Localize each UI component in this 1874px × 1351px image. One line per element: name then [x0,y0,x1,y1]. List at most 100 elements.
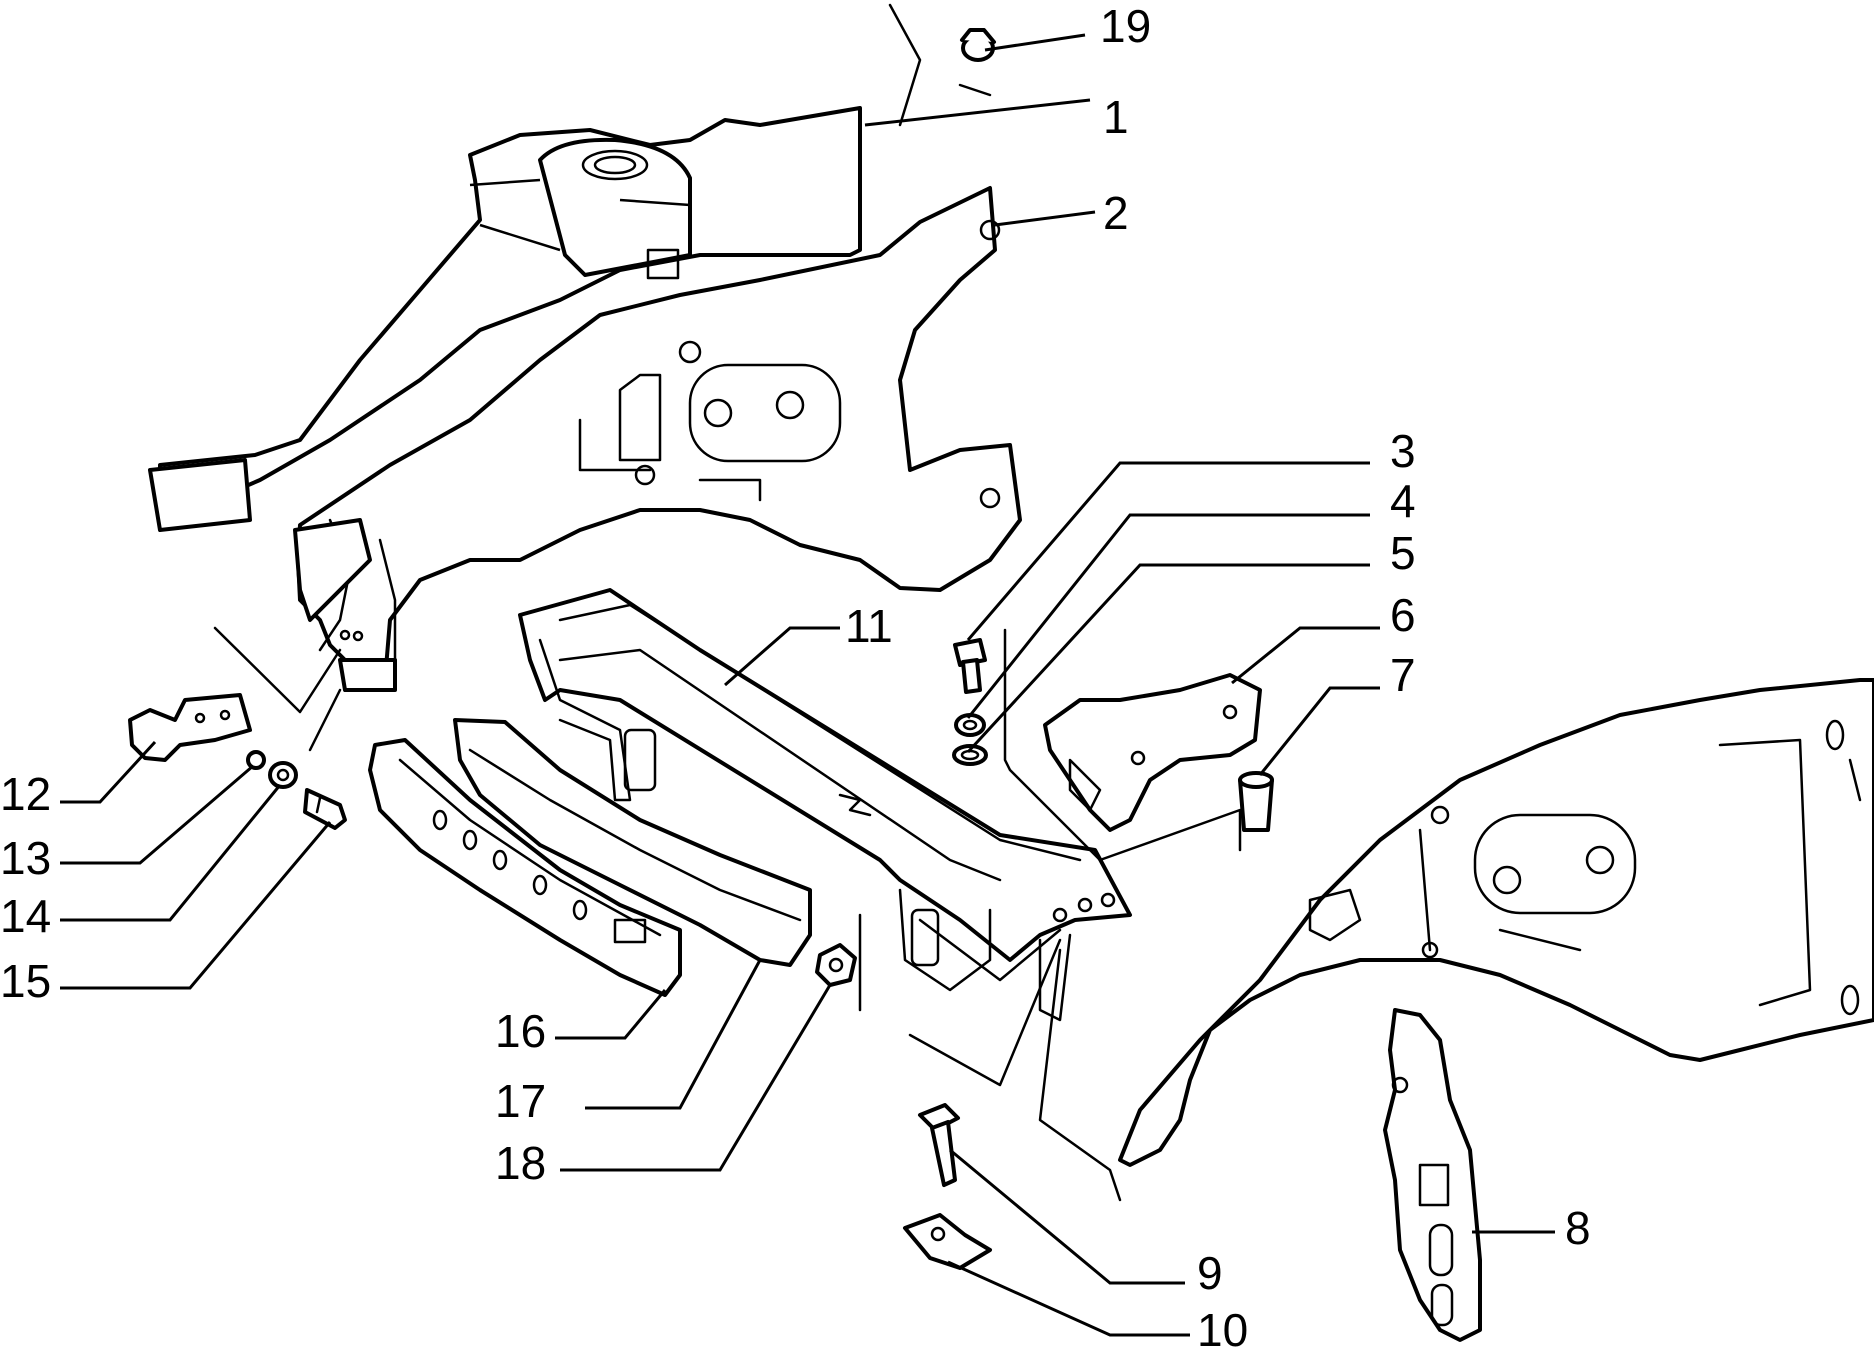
reinf-slot-2 [1428,1223,1454,1277]
callout-6[interactable]: 6 [1390,589,1416,641]
right-end-hole-2 [1840,984,1860,1016]
callout-13[interactable]: 13 [0,832,52,884]
callout-18[interactable]: 18 [495,1137,547,1189]
hole-d [532,874,548,896]
flange-foot [338,658,397,692]
right-side-member[interactable] [1118,678,1874,1167]
right-side-member-body[interactable] [1118,678,1874,1167]
reinf-slot-3 [1430,1283,1454,1327]
bolt-3[interactable] [953,638,987,694]
end-hole [979,219,1001,241]
callout-11[interactable]: 11 [845,600,893,652]
plug-19[interactable] [960,28,996,62]
crossmember-reinforcement[interactable] [453,718,812,967]
end-hole-2 [979,487,1001,509]
right-end-hole [1825,719,1845,751]
reinforcement-ridge [468,748,802,922]
reinf-slot-1 [1418,1163,1450,1207]
callout-14[interactable]: 14 [0,890,52,942]
washer-4[interactable] [954,713,986,737]
right-mount-hole-2 [1585,845,1615,875]
spacer-14[interactable] [268,761,298,789]
crossmember-hole-1 [1052,907,1068,923]
callout-9[interactable]: 9 [1197,1247,1223,1299]
strut-tower-hole [581,149,649,181]
strut-tower [538,137,692,277]
nut-18[interactable] [815,943,857,987]
mount-hole-right [775,390,805,420]
plug-top [960,28,996,44]
mb-hole-1 [194,712,206,724]
mb-hole-2 [219,709,231,721]
lower-crossmember[interactable] [368,738,682,997]
leader-lines [60,3,1555,1337]
crossmember-drop [1038,933,1072,1022]
callout-19[interactable]: 19 [1100,0,1152,52]
clip-nut-10[interactable] [903,1213,992,1270]
hole-c [492,849,508,871]
callout-5[interactable]: 5 [1390,527,1416,579]
left-leg-slots [623,728,657,792]
crossmember-mark [838,793,872,817]
callout-4[interactable]: 4 [1390,475,1416,527]
slot-f [613,918,647,944]
strut-tower-inner [593,155,637,175]
mount-hole-left [703,398,733,428]
crossmember-edges [558,603,1082,882]
vertical-reinforcement-body[interactable] [1383,1008,1482,1342]
vertical-reinforcement[interactable] [1383,1008,1482,1342]
mount-plate [688,363,842,463]
flange-hole [339,629,351,641]
lower-flange [293,518,372,622]
right-leg [898,888,992,992]
right-mount-plate [1473,813,1637,915]
callout-2[interactable]: 2 [1103,187,1129,239]
flange-hole-2 [352,630,364,642]
support-bracket[interactable] [1043,673,1262,832]
right-bracket [1308,888,1362,942]
small-hole [678,340,702,364]
front-flange [148,458,252,532]
right-inner-ribs [1718,738,1862,1007]
front-crossmember[interactable] [518,588,1132,1022]
reinforcement-body[interactable] [453,718,812,967]
hole-e [572,899,588,921]
inner-ribs [578,418,762,502]
bolt-15[interactable] [303,788,347,830]
reinf-hole [1391,1076,1409,1094]
callout-3[interactable]: 3 [1390,425,1416,477]
callout-8[interactable]: 8 [1565,1202,1591,1254]
upper-left-structure[interactable] [148,106,1022,692]
inner-bracket [618,373,662,462]
panel-edges [469,178,691,252]
callout-12[interactable]: 12 [0,768,52,820]
lower-crossmember-body[interactable] [368,738,682,997]
right-hole-b [1421,941,1439,959]
callout-17[interactable]: 17 [495,1075,547,1127]
right-edges [1418,828,1582,952]
callout-7[interactable]: 7 [1390,649,1416,701]
left-leg [538,638,632,802]
right-mount-hole-1 [1492,865,1522,895]
bracket-slot [1068,758,1102,812]
right-leg-slots [910,908,940,967]
callout-15[interactable]: 15 [0,955,52,1007]
callout-10[interactable]: 10 [1197,1304,1249,1351]
bracket-hole-1 [1130,750,1146,766]
plug-7[interactable] [1238,771,1274,832]
callout-1[interactable]: 1 [1103,91,1129,143]
small-nut-13[interactable] [246,750,266,770]
right-hole-a [1430,805,1450,825]
tower-slot [646,248,680,280]
hole-b [462,829,478,851]
support-bracket-body[interactable] [1043,673,1262,832]
hole-a [432,809,448,831]
callout-16[interactable]: 16 [495,1005,547,1057]
screw-9[interactable] [918,1103,960,1187]
crossmember-hole-3 [1100,892,1116,908]
lower-crossmember-ridge [398,758,662,937]
bracket-hole-2 [1222,704,1238,720]
crossmember-hole-2 [1077,897,1093,913]
